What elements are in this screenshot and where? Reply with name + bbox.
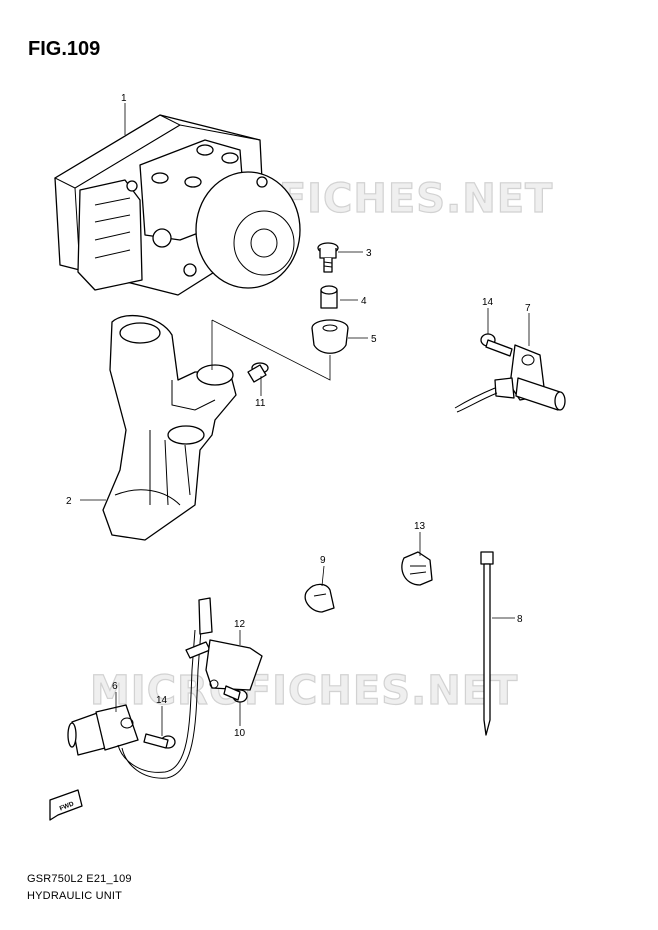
callout-4: 4 <box>361 296 367 307</box>
collar-part-4[interactable] <box>320 285 338 309</box>
callout-3: 3 <box>366 248 372 259</box>
section-title: HYDRAULIC UNIT <box>27 890 123 902</box>
cable-tie-part-8[interactable] <box>480 551 494 736</box>
bracket-part-2[interactable] <box>102 314 237 541</box>
front-speed-sensor-part-6[interactable] <box>67 597 213 779</box>
callout-12: 12 <box>234 619 246 630</box>
hydraulic-unit-part-1[interactable] <box>53 114 301 296</box>
callout-14-front: 14 <box>156 695 168 706</box>
callout-7: 7 <box>525 303 531 314</box>
clamp-part-9[interactable] <box>304 583 335 613</box>
bracket-part-12[interactable] <box>205 639 263 691</box>
model-code: GSR750L2 E21_109 <box>27 873 132 885</box>
callout-9: 9 <box>320 555 326 566</box>
fwd-direction-arrow: FWD <box>49 789 83 821</box>
callout-2: 2 <box>66 496 72 507</box>
callout-5: 5 <box>371 334 377 345</box>
bolt-part-3[interactable] <box>317 242 339 273</box>
grommet-part-5[interactable] <box>311 319 349 354</box>
callout-8: 8 <box>517 614 523 625</box>
bolt-part-14-front[interactable] <box>143 733 176 749</box>
clamp-part-13[interactable] <box>401 551 433 586</box>
callout-6: 6 <box>112 681 118 692</box>
callout-13: 13 <box>414 521 426 532</box>
bolt-part-10[interactable] <box>223 685 248 703</box>
assembly-guide-line <box>211 319 331 381</box>
callout-14-rear: 14 <box>482 297 494 308</box>
callout-1: 1 <box>121 93 127 104</box>
rear-speed-sensor-part-7[interactable] <box>454 344 566 413</box>
bolt-part-11[interactable] <box>247 362 269 383</box>
callout-10: 10 <box>234 728 246 739</box>
figure-title: FIG.109 <box>28 38 101 60</box>
bolt-part-14-rear[interactable] <box>480 333 513 357</box>
leader-9 <box>321 565 325 587</box>
watermark-bottom: MICROFICHES.NET <box>90 668 518 714</box>
callout-11: 11 <box>255 398 266 409</box>
